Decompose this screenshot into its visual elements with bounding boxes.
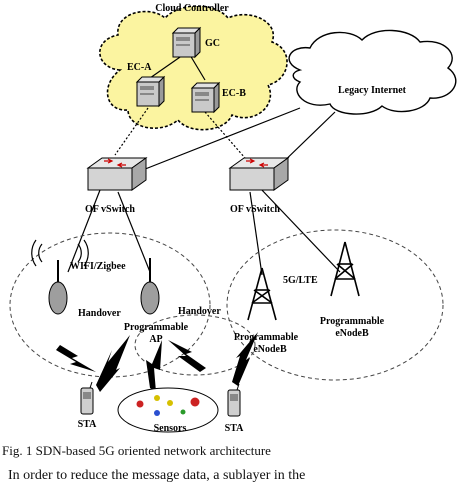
sta-phone-right-icon — [227, 383, 241, 417]
sta-left-label: STA — [78, 419, 97, 430]
of-vswitch-right-label: OF vSwitch — [230, 204, 280, 215]
body-text-fragment: In order to reduce the message data, a s… — [8, 468, 306, 483]
lightning-icon — [56, 345, 96, 372]
eca-label: EC-A — [127, 62, 152, 73]
legacy-internet-cloud — [288, 29, 457, 115]
wifi-label: WIFI/Zigbee — [70, 261, 126, 272]
prog-enb-right-label-line1: Programmable — [320, 316, 385, 327]
cloud-controller-title: Cloud Controller — [155, 3, 229, 14]
prog-ap-label-line1: Programmable — [124, 322, 189, 333]
wifi-signal-icon — [31, 239, 89, 267]
lightning-icon — [96, 335, 130, 392]
of-vswitch-left-icon — [86, 157, 148, 191]
sensor-dot-icon — [136, 400, 144, 408]
of-vswitch-left-label: OF vSwitch — [85, 204, 135, 215]
sensor-dot-icon — [180, 409, 186, 415]
legacy-internet-label: Legacy Internet — [338, 85, 407, 96]
wireless-links — [56, 332, 258, 392]
lightning-icon — [168, 340, 206, 372]
lte-coverage-area — [226, 229, 444, 381]
diagram-canvas: Cloud Controller Legacy Internet GC EC-A — [9, 3, 457, 434]
lte-label: 5G/LTE — [283, 275, 318, 286]
lightning-icon — [232, 332, 258, 386]
lightning-icon — [146, 340, 162, 392]
ecb-label: EC-B — [222, 88, 246, 99]
prog-enb-center-label-line1: Programmable — [234, 332, 299, 343]
of-vswitch-right-icon — [228, 157, 290, 191]
handover-overlap-area — [134, 314, 256, 376]
sta-right-label: STA — [225, 423, 244, 434]
prog-enb-center-label-line2: eNodeB — [253, 344, 287, 355]
server-gc-icon — [171, 26, 202, 59]
figure-caption: Fig. 1 SDN-based 5G oriented network arc… — [2, 443, 271, 458]
gc-label: GC — [205, 38, 220, 49]
server-eca-icon — [135, 75, 166, 108]
sensors-cluster — [117, 387, 219, 433]
enodeb-tower-center-icon — [247, 267, 277, 321]
ap-tower-center-icon — [140, 258, 160, 315]
enodeb-tower-right-icon — [330, 241, 360, 297]
handover-right-label: Handover — [178, 306, 221, 317]
sta-phone-left-icon — [80, 381, 94, 415]
ap-tower-left-icon — [48, 260, 68, 315]
sensors-label: Sensors — [154, 423, 187, 434]
prog-enb-right-label-line2: eNodeB — [335, 328, 369, 339]
sensor-dot-icon — [154, 410, 160, 416]
sensor-dot-icon — [190, 397, 200, 407]
handover-left-label: Handover — [78, 308, 121, 319]
server-ecb-icon — [190, 81, 221, 114]
prog-ap-label-line2: AP — [149, 334, 162, 345]
sensor-dot-icon — [154, 395, 160, 401]
sensor-dot-icon — [167, 400, 173, 406]
